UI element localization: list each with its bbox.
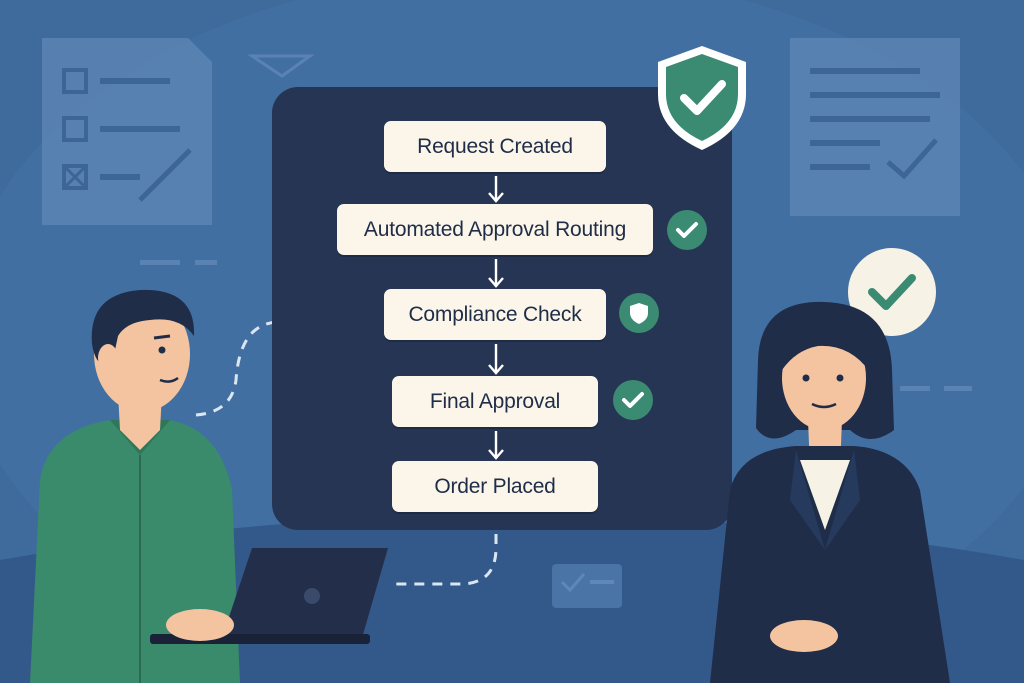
lined-document-icon: [790, 38, 960, 216]
step-label: Final Approval: [429, 389, 561, 413]
shield-check-icon: [658, 46, 746, 150]
flow-arrow-icon: [488, 431, 504, 460]
flow-arrow-icon: [488, 259, 504, 288]
step-label: Automated Approval Routing: [363, 217, 627, 241]
check-circle-icon: [667, 210, 707, 250]
step-label: Request Created: [417, 134, 573, 158]
step-label: Compliance Check: [408, 302, 582, 326]
woman-in-blazer: [710, 301, 950, 683]
checklist-document-icon: [42, 38, 212, 225]
step-request-created[interactable]: Request Created: [384, 121, 606, 172]
shield-icon: [619, 293, 659, 333]
step-final-approval[interactable]: Final Approval: [392, 376, 598, 427]
check-circle-icon: [613, 380, 653, 420]
step-order-placed[interactable]: Order Placed: [392, 461, 598, 512]
man-with-laptop: [30, 289, 388, 683]
step-automated-approval-routing[interactable]: Automated Approval Routing: [337, 204, 653, 255]
step-compliance-check[interactable]: Compliance Check: [384, 289, 606, 340]
flow-arrow-icon: [488, 344, 504, 375]
step-label: Order Placed: [434, 474, 556, 498]
flow-arrow-icon: [488, 176, 504, 203]
